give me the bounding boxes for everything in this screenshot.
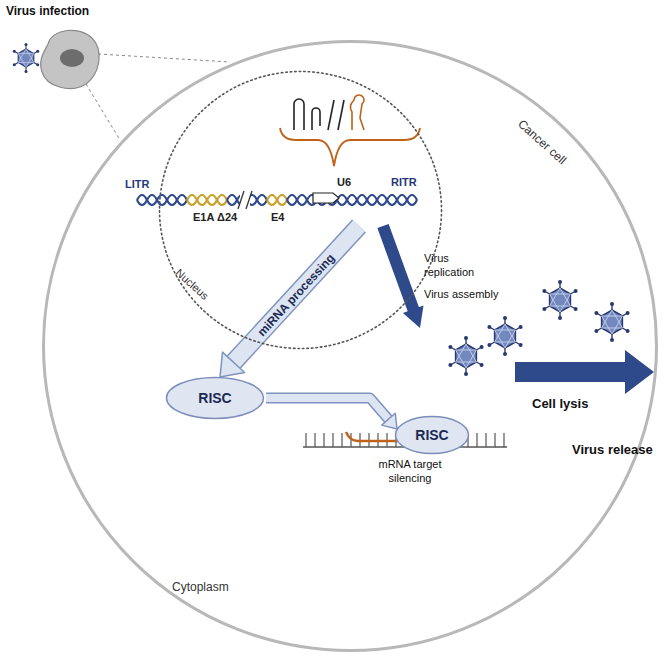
nucleus-outline (158, 70, 443, 350)
replication-arrow (383, 226, 424, 328)
step-label: Virus replication (424, 252, 498, 280)
step-label: Virus release (572, 442, 653, 458)
arrow-head (220, 352, 245, 377)
itr-label: RITR (391, 176, 417, 189)
zoom-line (86, 84, 120, 140)
gene-label: E4 (271, 211, 284, 224)
dna-helix (187, 195, 227, 205)
arrow-head (382, 413, 397, 429)
node-label: RISC (198, 390, 231, 407)
virus-icon (13, 43, 39, 73)
dna-helix (313, 193, 339, 203)
cell-outline: Cancer cellCytoplasmNucleusLITRE1A Δ24E4… (42, 40, 658, 652)
virus-icon (594, 302, 629, 342)
infected-cell (60, 49, 84, 67)
cell-outline (44, 42, 657, 651)
infected-cell (41, 30, 99, 88)
lysis-arrow (515, 350, 654, 394)
nucleus-outline: NucleusLITRE1A Δ24E4U6RITR (158, 70, 443, 350)
risc-complex: RISC (394, 415, 470, 455)
replication-arrow (403, 306, 424, 329)
hairpin (328, 100, 334, 130)
dna-helix (267, 195, 287, 205)
virus-icon (542, 280, 577, 320)
virus-icon (448, 336, 483, 376)
process-arrow (266, 398, 397, 429)
bracket (280, 128, 420, 166)
arrow-body (233, 226, 359, 363)
itr-label: LITR (125, 178, 149, 191)
dna-helix (137, 195, 187, 205)
dna-helix (238, 191, 244, 209)
step-label: Virus assembly (424, 288, 498, 302)
risc-complex (396, 417, 469, 454)
hairpin (312, 108, 320, 130)
hairpin (338, 100, 344, 130)
edge-label: miRNA processing (253, 248, 340, 341)
nucleus-outline (160, 72, 442, 349)
vector-genome: LITR E1A Δ24 E4 U6 RITR (125, 168, 425, 224)
dna-helix (287, 195, 417, 205)
cell-outline (42, 40, 658, 652)
arrow-body (233, 226, 359, 363)
hairpin (294, 95, 364, 130)
zoom-line (86, 54, 230, 140)
node-label: RISC (415, 427, 448, 444)
promoter-label: U6 (337, 176, 351, 189)
dna-helix (187, 195, 227, 205)
mrna-strand (346, 432, 398, 441)
virus-icon (487, 316, 522, 356)
dna-helix (137, 195, 187, 205)
region-label: Cytoplasm (172, 580, 229, 594)
infected-cell (41, 30, 99, 88)
arrow-body (266, 398, 389, 420)
hairpin (294, 99, 304, 130)
dna-helix (246, 191, 252, 209)
gene-label: E1A Δ24 (193, 211, 237, 224)
step-label: mRNA target silencing (360, 458, 460, 486)
risc-complex (167, 378, 264, 419)
process-arrow (220, 226, 359, 377)
arrow-body (266, 398, 389, 420)
hairpin (350, 95, 364, 130)
dna-helix (137, 190, 417, 210)
dna-helix (267, 195, 287, 205)
step-label: Cell lysis (532, 396, 588, 412)
figure-label: Virus infection (6, 4, 89, 19)
dna-helix (287, 195, 417, 205)
zoom-line (98, 54, 230, 62)
risc-complex: RISC (165, 376, 265, 420)
